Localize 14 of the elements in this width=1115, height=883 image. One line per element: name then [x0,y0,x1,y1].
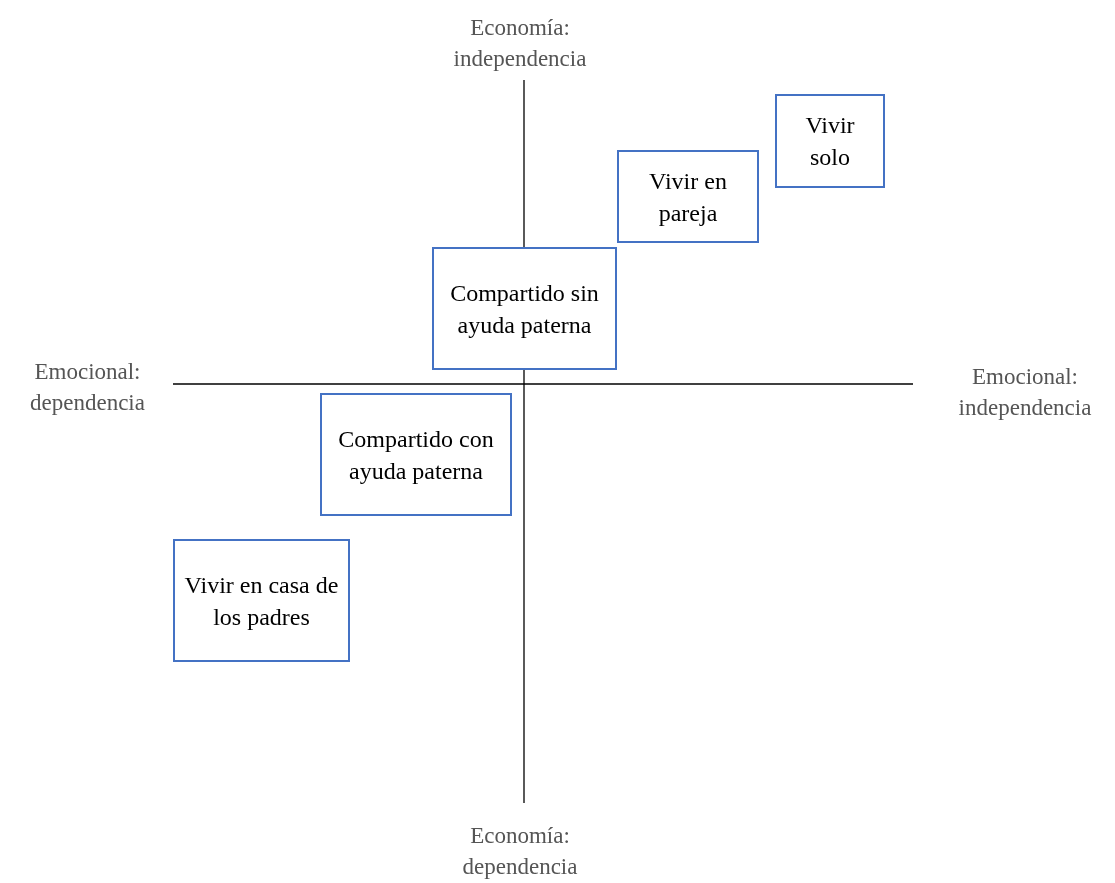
option-label: Vivir en casa de los padres [183,570,340,632]
option-label: Compartido sin ayuda paterna [449,278,600,340]
option-label: Vivir en pareja [648,166,728,228]
option-box [173,539,350,662]
option-label: Compartido con ayuda paterna [337,424,495,486]
option-box [432,247,617,370]
option-box [617,150,759,243]
axis-label: Economía: dependencia [461,822,579,881]
axis-label: Emocional: independencia [957,363,1093,422]
option-box [320,393,512,516]
axis-label: Emocional: dependencia [29,358,146,417]
axis-label: Economía: independencia [452,14,588,73]
option-label: Vivir solo [804,111,856,172]
option-box [775,94,885,188]
